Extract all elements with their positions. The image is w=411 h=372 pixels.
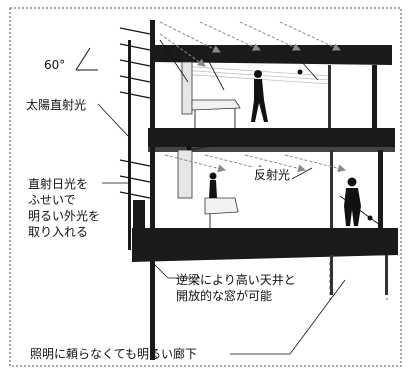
inverted-beam-note-line: 開放的な窓が可能 <box>176 289 273 303</box>
leader-lines <box>97 103 346 355</box>
person-lower-left <box>209 172 217 198</box>
inverted-beam-note-line: 逆梁により高い天井と <box>176 273 296 287</box>
facade-column <box>150 20 155 360</box>
lower-window-shelf <box>177 149 193 199</box>
middle-louvers <box>119 159 151 199</box>
upper-window-shelf <box>181 61 193 115</box>
dotted-frame <box>9 7 402 367</box>
person-lower-right <box>344 177 361 226</box>
shading-note: 直射日光を ふせいで 明るい外光を 取り入れる <box>28 176 100 240</box>
upper-interior-column <box>328 65 331 128</box>
lower-floor-slab <box>132 228 398 262</box>
reflected-light-label: 反射光 <box>252 167 293 183</box>
person-upper <box>251 70 268 122</box>
lower-desk <box>204 197 239 215</box>
corridor-note: 照明に頼らなくても明るい廊下 <box>30 347 198 361</box>
lower-interior-column <box>330 150 333 228</box>
upper-desk <box>191 99 241 111</box>
lower-right-column <box>378 150 383 228</box>
shading-note-line: 取り入れる <box>28 225 89 239</box>
lower-pilaster-left <box>330 255 333 295</box>
upper-right-column <box>372 65 377 128</box>
middle-slab-edge <box>148 147 395 152</box>
angle-label: 60° <box>44 58 66 72</box>
lower-pilaster-right <box>385 255 388 295</box>
shading-note-line: ふせいで <box>28 193 76 207</box>
upper-ceiling-slab <box>150 45 392 65</box>
shading-note-line: 直射日光を <box>28 177 89 191</box>
upper-louvers <box>119 27 151 99</box>
shading-note-line: 明るい外光を <box>28 209 101 223</box>
ground-dashed-lines <box>329 262 388 300</box>
outer-louver-post <box>128 40 131 250</box>
inverted-beam-note: 逆梁により高い天井と 開放的な窓が可能 <box>176 272 296 304</box>
lower-louver-block <box>133 200 145 240</box>
reflected-light-lines <box>159 39 381 226</box>
middle-floor-slab <box>148 128 395 147</box>
direct-sunlight-label: 太陽直射光 <box>26 98 87 112</box>
angle-symbol <box>75 47 98 71</box>
